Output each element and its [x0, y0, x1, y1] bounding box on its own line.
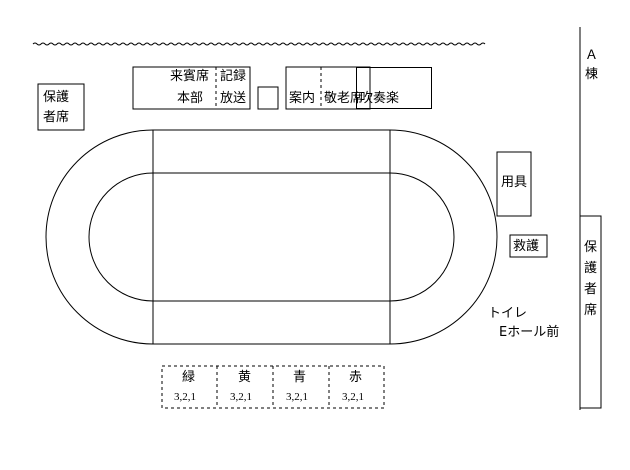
- team-red-order: 3,2,1: [342, 391, 364, 403]
- info-label: 案内: [289, 91, 316, 106]
- small-empty-box: [257, 86, 279, 110]
- hq-label: 本部: [177, 91, 204, 106]
- guardian-right-box: [579, 215, 602, 409]
- guardian-left-box: [37, 83, 85, 131]
- broadcast-label: 放送: [220, 91, 247, 106]
- team-blue-order: 3,2,1: [286, 391, 308, 403]
- info-elder-tent: [285, 66, 371, 110]
- guest-hq-record-tent: [132, 66, 251, 110]
- track-outer: [45, 129, 498, 345]
- guest-seat-label: 来賓席: [170, 69, 210, 84]
- guardian-right-char-1: 保: [583, 240, 597, 255]
- record-label: 記録: [220, 69, 247, 84]
- guardian-right-char-4: 席: [583, 303, 597, 318]
- band-tent-box: [356, 67, 432, 109]
- team-green-order: 3,2,1: [174, 391, 196, 403]
- guardian-left-line2: 者席: [43, 110, 70, 125]
- guardian-left-line1: 保護: [43, 90, 70, 105]
- toilet-location-label: Eホール前: [499, 325, 560, 340]
- team-yellow-name: 黄: [238, 370, 252, 385]
- building-a-letter: Ａ: [585, 48, 599, 63]
- guardian-right-char-2: 護: [583, 261, 597, 276]
- team-green-name: 緑: [182, 370, 196, 385]
- toilet-label: トイレ: [488, 306, 528, 321]
- building-a-kanji: 棟: [585, 67, 599, 82]
- team-red-name: 赤: [349, 370, 363, 385]
- first-aid-label: 救護: [513, 239, 540, 254]
- equipment-box: [496, 151, 532, 217]
- team-yellow-order: 3,2,1: [230, 391, 252, 403]
- elder-seat-label: 敬老席: [324, 91, 364, 106]
- band-label: 吹奏楽: [360, 91, 400, 106]
- team-blue-name: 青: [293, 370, 307, 385]
- equipment-label: 用具: [501, 175, 528, 190]
- track-inner: [88, 172, 455, 302]
- top-boundary-wave: [32, 42, 486, 46]
- first-aid-box: [509, 234, 548, 258]
- guardian-right-char-3: 者: [583, 282, 597, 297]
